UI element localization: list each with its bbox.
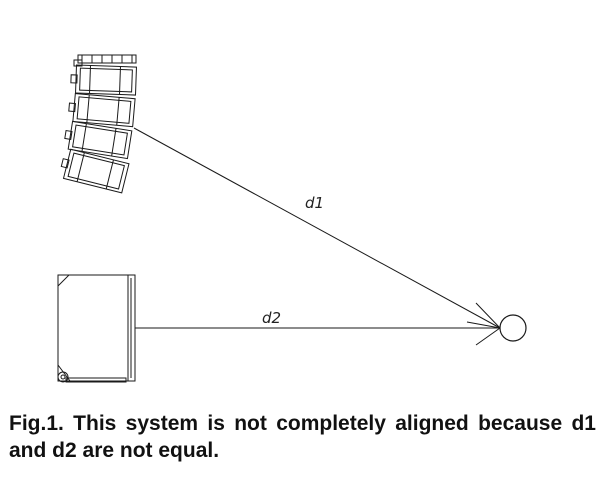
line-array-cabinet-3 <box>64 120 133 160</box>
arrowheads <box>466 302 501 346</box>
d1-label: d1 <box>305 194 324 212</box>
listener-circle <box>499 314 527 342</box>
line-array-cabinet-2 <box>68 92 136 128</box>
rigging-frame <box>73 54 137 67</box>
subwoofer-cabinet <box>57 274 136 383</box>
line-array-cabinet-4 <box>60 148 130 194</box>
line-array-speaker <box>60 54 137 194</box>
wheel-icon <box>57 371 69 383</box>
alignment-diagram: d1 d2 <box>57 54 527 383</box>
d1-line <box>133 127 501 329</box>
d2-label: d2 <box>262 309 281 327</box>
line-array-cabinet-1 <box>70 64 137 96</box>
figure-caption: Fig.1. This system is not completely ali… <box>9 412 596 462</box>
